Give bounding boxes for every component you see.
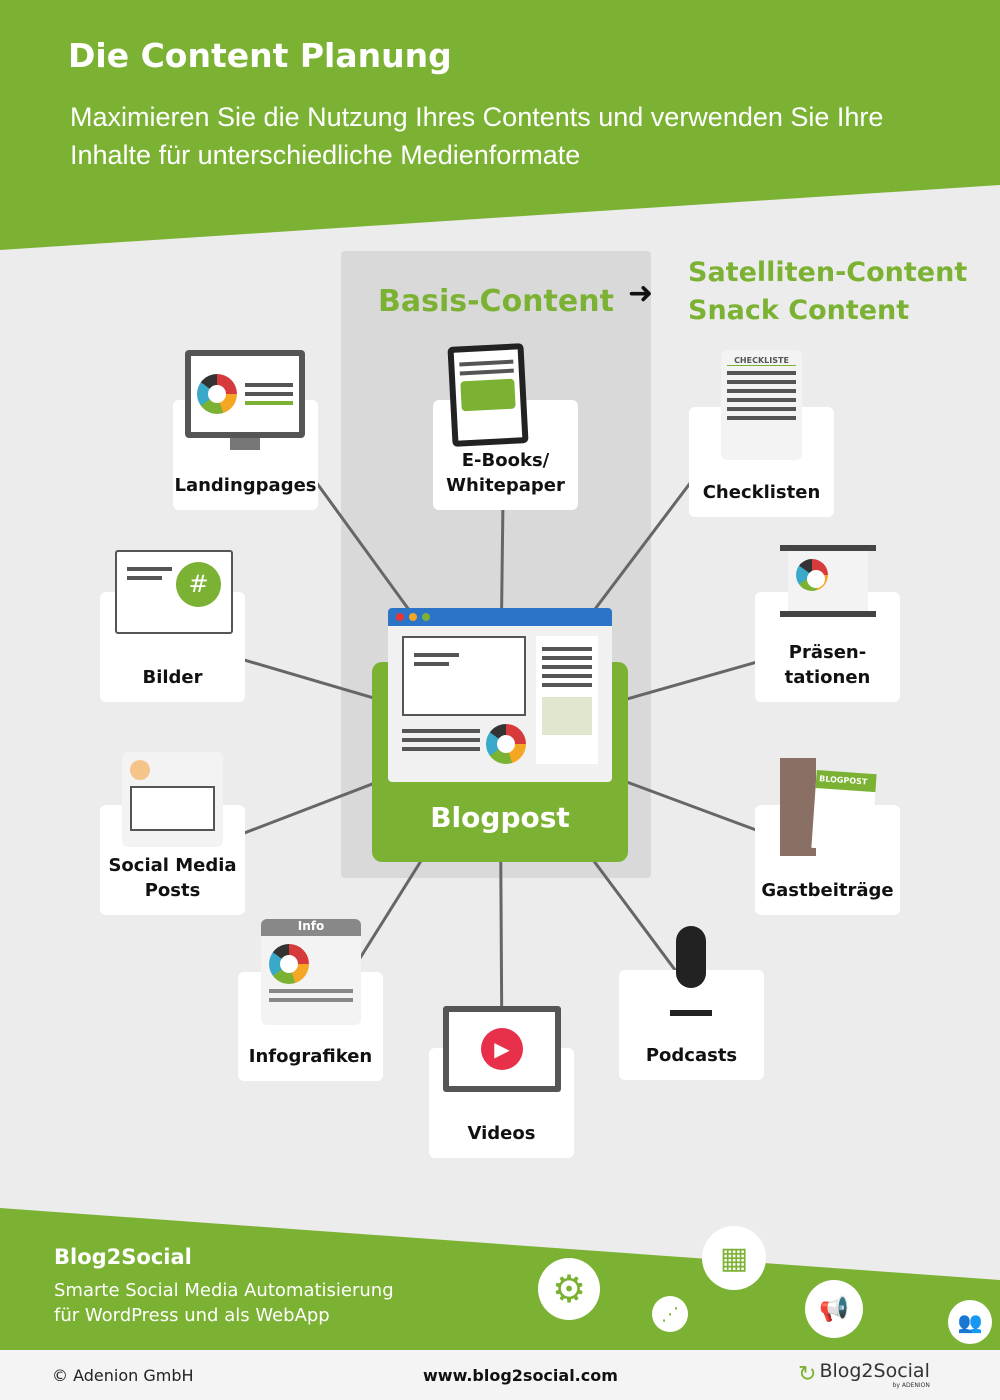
calendar-icon: ▦ [702,1226,766,1290]
video-icon: ▶ [443,1006,561,1092]
logo-refresh-icon: ↻ [798,1362,817,1387]
node-gastbeitraege: Gastbeiträge [755,805,900,915]
microphone-icon [676,926,706,988]
microphone-stand [670,1010,712,1016]
users-icon: 👥 [948,1300,992,1344]
footer-brand: Blog2Social [54,1245,192,1269]
logo-text: Blog2Social [819,1360,930,1382]
presentation-icon [780,545,876,640]
tagline-line1: Smarte Social Media Automatisierung [54,1280,394,1301]
node-label: Gastbeiträge [761,880,894,901]
node-label: Landingpages [174,475,317,496]
node-label: tationen [784,667,871,688]
node-label: Podcasts [645,1045,738,1066]
blogpost-label: Blogpost [430,801,570,834]
node-label: Checklisten [702,482,821,503]
arrow-right-icon: ➜ [628,276,654,311]
checklist-icon: CHECKLISTE [721,350,802,460]
website-link[interactable]: www.blog2social.com [423,1366,618,1385]
door-icon [780,758,816,856]
node-label: Infografiken [248,1046,373,1067]
page-title: Die Content Planung [68,36,452,75]
play-icon[interactable]: ▶ [481,1028,523,1070]
node-label: Whitepaper [446,475,565,496]
node-praesentationen: Präsen-tationen [755,592,900,702]
tablet-icon [447,343,529,447]
node-label: Präsen- [788,642,867,663]
image-icon: # [115,550,233,634]
node-label: Posts [144,880,201,901]
node-label: E-Books/ [461,450,550,471]
blog-window-icon [388,608,612,782]
social-post-icon [122,752,223,847]
tagline-line2: für WordPress und als WebApp [54,1305,330,1326]
monitor-icon [185,350,305,452]
share-icon: ⋰ [652,1296,688,1332]
page-subtitle: Maximieren Sie die Nutzung Ihres Content… [70,102,884,170]
info-label: Info [261,919,361,936]
megaphone-icon: 📢 [805,1280,863,1338]
checklist-icon-title: CHECKLISTE [727,356,796,366]
node-podcasts: Podcasts [619,970,764,1080]
blogpost-icon: BLOGPOST [811,770,877,852]
node-label: Social Media [108,855,237,876]
gear-icon: ⚙ [538,1258,600,1320]
node-label: Videos [467,1123,536,1144]
satellite-line1: Satelliten-Content [688,257,968,288]
blogpost-icon-label: BLOGPOST [818,774,868,787]
basis-content-label: Basis-Content [378,284,614,319]
infographic-icon: Info [261,919,361,1025]
node-label: Bilder [142,667,203,688]
satellite-line2: Snack Content [688,295,910,326]
copyright: © Adenion GmbH [52,1366,194,1385]
logo-subtext: by ADENION [892,1382,930,1389]
footer-tagline: Smarte Social Media Automatisierung für W… [54,1278,394,1328]
